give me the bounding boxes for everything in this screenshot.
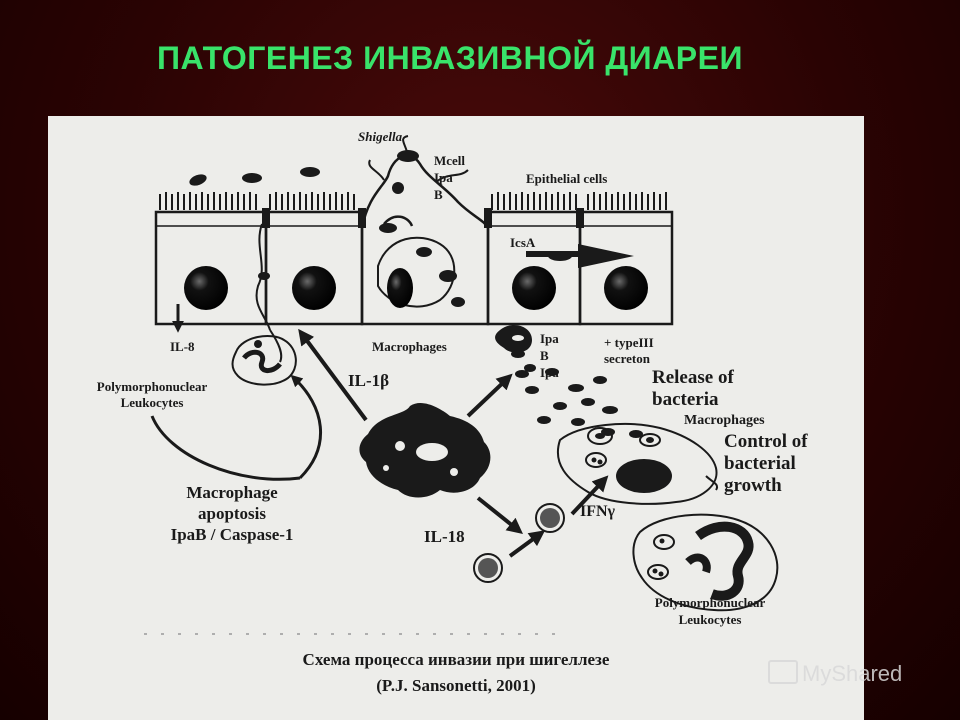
label-epithelial-cells: Epithelial cells — [526, 171, 608, 186]
released-bacteria — [515, 368, 643, 438]
label-ipa: Ipa — [434, 170, 453, 185]
curved-arrow-left — [150, 374, 322, 481]
label-shigella: Shigella — [358, 129, 403, 144]
label-il18: IL-18 — [424, 527, 465, 546]
label-b: B — [434, 187, 443, 202]
label-release-1: Release of — [652, 367, 734, 388]
label-apoptosis-2: apoptosis — [197, 504, 267, 523]
label-pmn-left-1: Polymorphonuclear — [96, 379, 208, 394]
il18-arrow — [476, 496, 523, 534]
release-arrow — [466, 373, 513, 418]
watermark-logo-icon — [768, 660, 798, 684]
label-icsa: IcsA — [510, 235, 536, 250]
pmn-left-cell — [231, 335, 297, 386]
label-il8: IL-8 — [170, 339, 195, 354]
label-pmn-left-2: Leukocytes — [120, 395, 184, 410]
diagram-panel: Shigella Mcell Ipa B Epithelial cells Ic… — [48, 116, 864, 720]
label-typeiii-2: secreton — [604, 351, 650, 366]
microvilli — [159, 192, 667, 210]
epithelial-cell-4 — [578, 210, 674, 326]
m-cell — [360, 154, 490, 326]
label-il1b: IL-1β — [348, 371, 390, 390]
pmn-right-cell — [632, 513, 779, 612]
lymphocyte-arrow — [508, 530, 546, 558]
caption-line-1: Схема процесса инвазии при шигеллезе — [302, 650, 610, 669]
label-b-2: B — [540, 348, 549, 363]
il1b-arrow — [298, 328, 368, 422]
label-ifn: IFNγ — [580, 503, 616, 520]
central-macrophage — [359, 403, 491, 498]
label-pmn-right-2: Leukocytes — [678, 612, 742, 627]
label-apoptosis-3: IpaB / Caspase-1 — [170, 525, 294, 544]
label-mcell: Mcell — [434, 153, 466, 168]
label-apoptosis-1: Macrophage — [186, 483, 278, 502]
label-typeiii-1: + typeIII — [604, 335, 654, 350]
label-release-2: bacteria — [652, 389, 719, 410]
diagram-drawing — [144, 135, 779, 635]
label-ipa-2: Ipa — [540, 331, 559, 346]
lymphocytes — [473, 503, 565, 583]
label-control-2: bacterial — [724, 453, 796, 474]
caption-line-2: (P.J. Sansonetti, 2001) — [376, 676, 536, 695]
label-control-1: Control of — [724, 431, 808, 452]
label-macrophages-top: Macrophages — [372, 339, 447, 354]
slide-title: ПАТОГЕНЕЗ ИНВАЗИВНОЙ ДИАРЕИ — [157, 40, 743, 76]
watermark-text: MyShared — [802, 661, 903, 686]
m-cell-contents — [377, 182, 465, 308]
translocation-path — [255, 223, 283, 363]
ifn-arrow — [570, 475, 609, 516]
macrophages-top-bacteria — [495, 325, 536, 372]
epithelial-layer — [154, 135, 674, 326]
label-pmn-right-1: Polymorphonuclear — [654, 595, 766, 610]
label-macrophages-right: Macrophages — [684, 413, 765, 428]
label-ipa-3: Ipa — [540, 365, 559, 380]
nuclei — [184, 266, 648, 310]
right-macrophage — [557, 423, 718, 505]
watermark: MyShared — [768, 660, 902, 687]
label-control-3: growth — [724, 475, 782, 496]
icsa-actin-tail — [526, 244, 634, 268]
